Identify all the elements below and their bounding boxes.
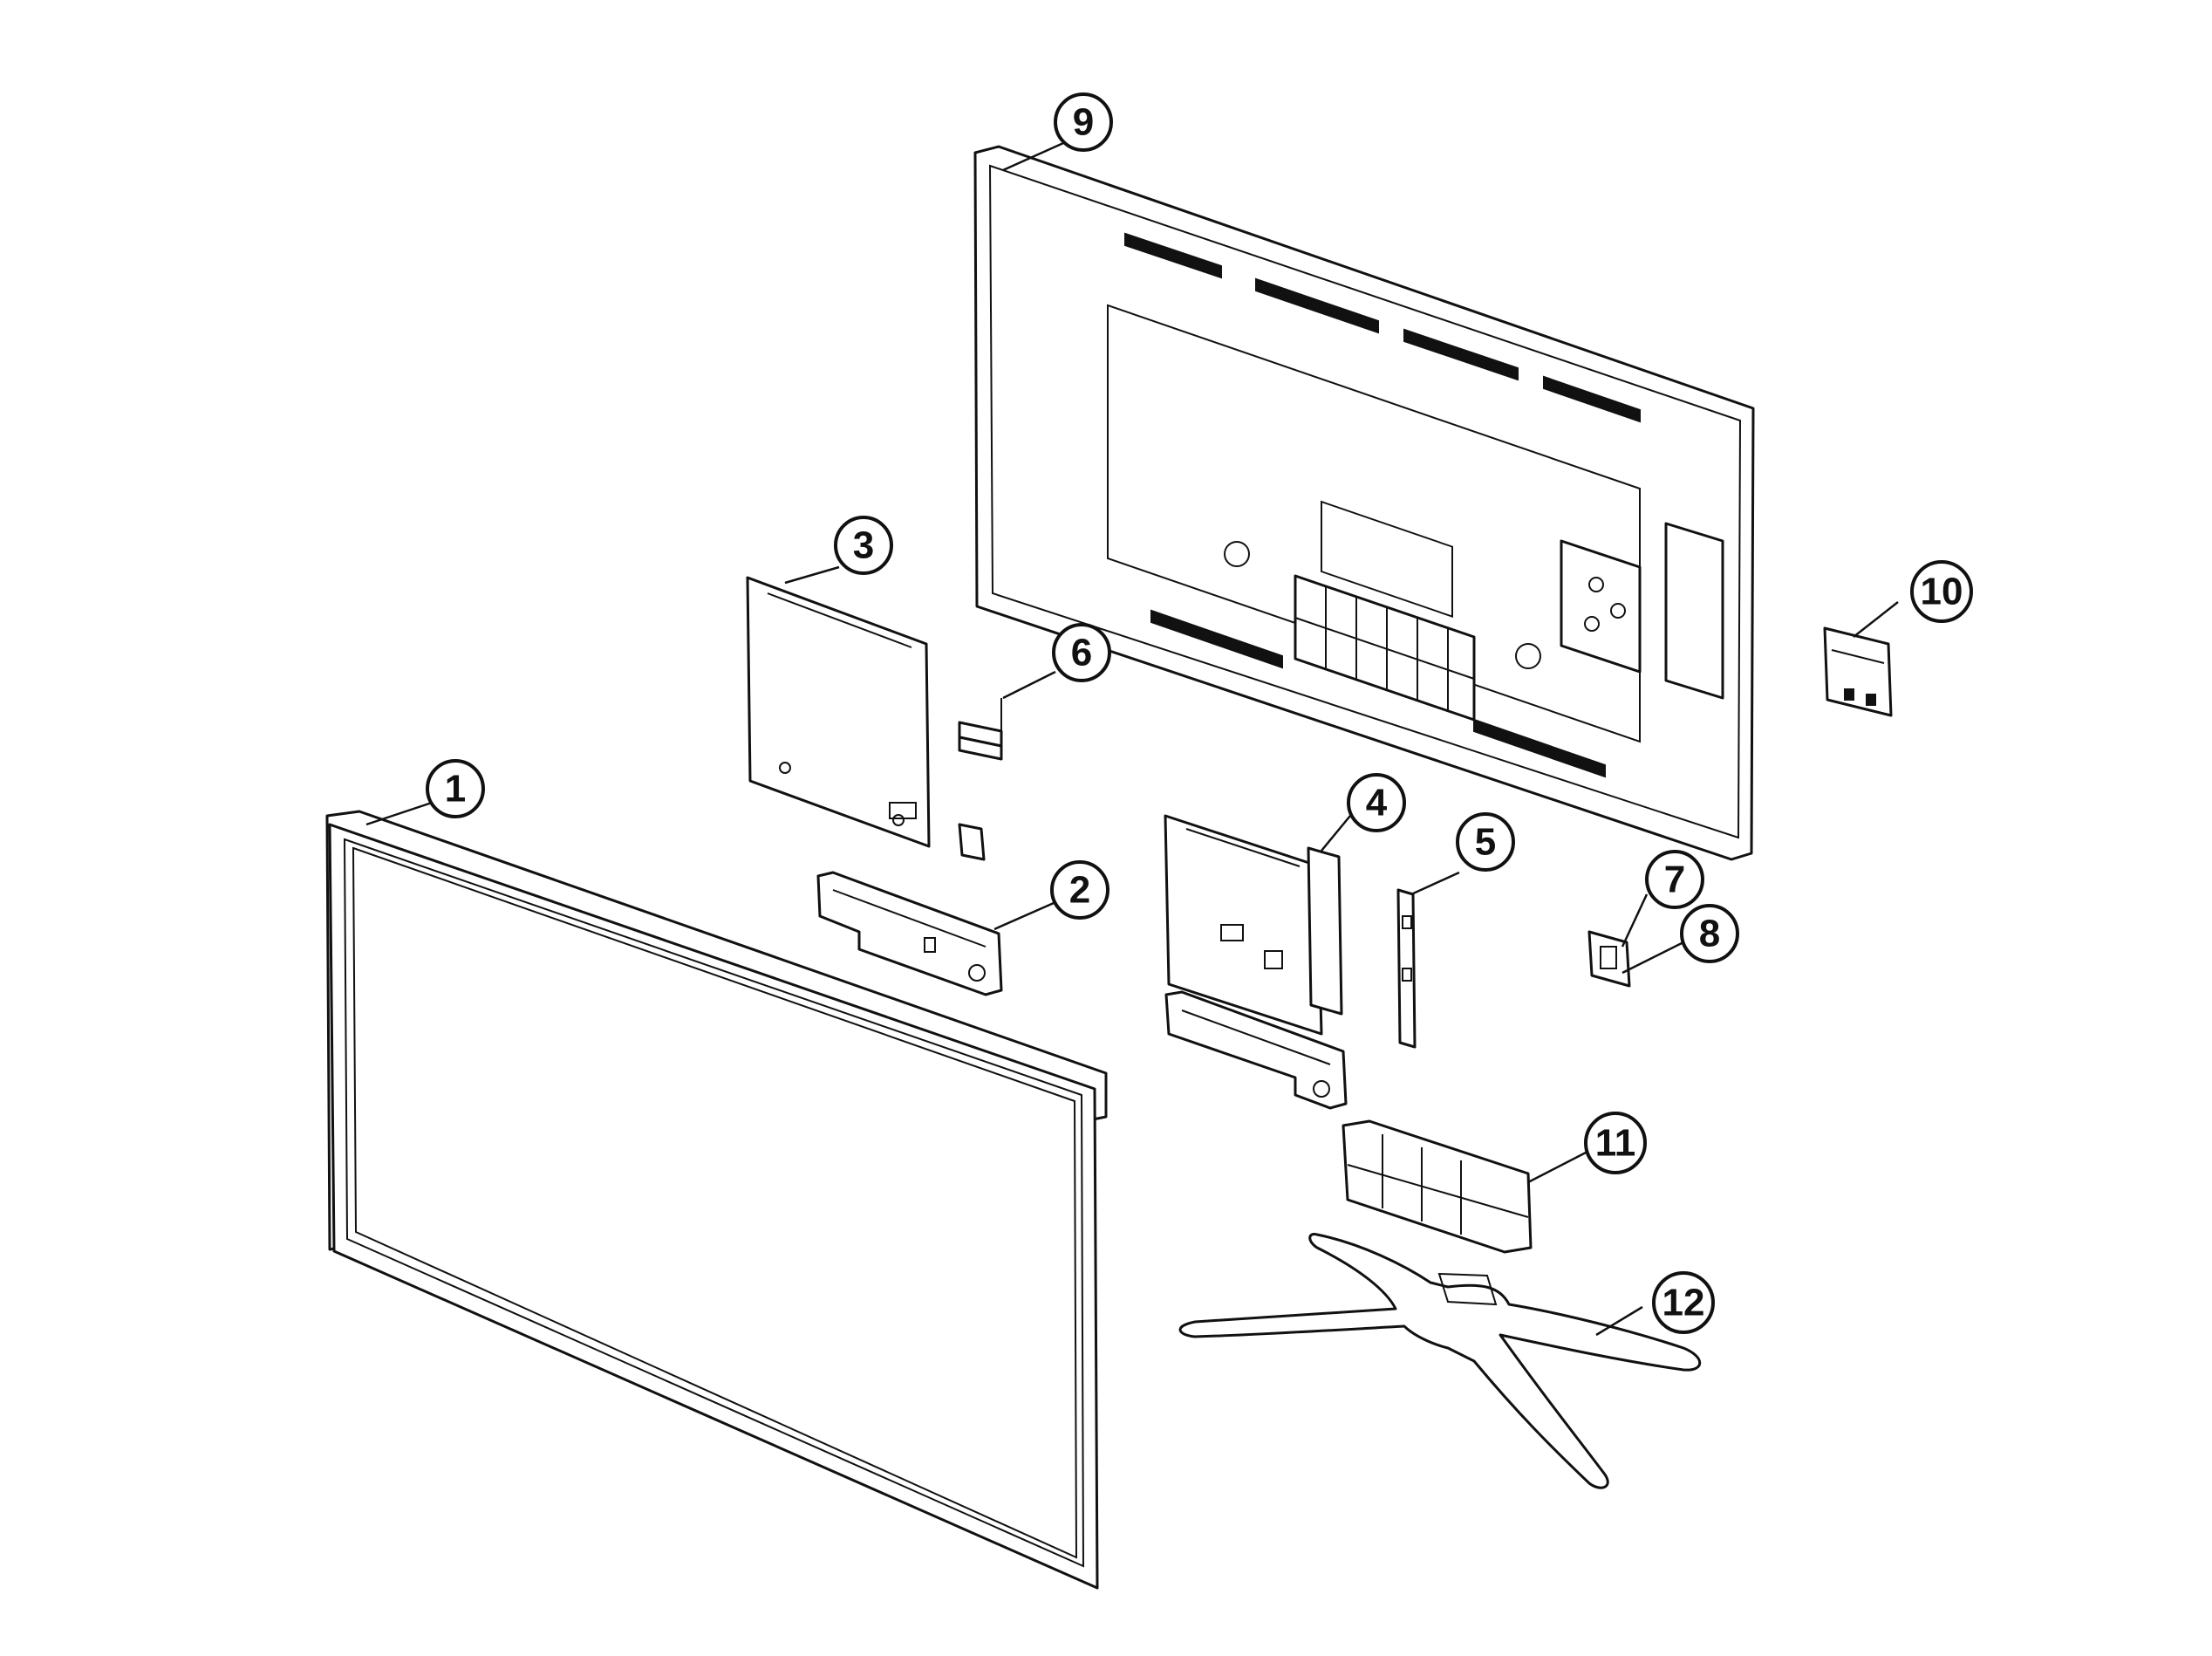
callout-6: 6 xyxy=(1052,623,1111,682)
callout-8: 8 xyxy=(1680,904,1739,963)
callout-4: 4 xyxy=(1347,773,1406,832)
callout-3: 3 xyxy=(834,516,893,575)
svg-text:10: 10 xyxy=(1921,571,1963,613)
callout-1: 1 xyxy=(426,759,485,818)
callout-11: 11 xyxy=(1584,1112,1647,1174)
rear-stand-mount xyxy=(1294,574,1476,722)
svg-text:1: 1 xyxy=(445,768,466,811)
part-5-strip xyxy=(1396,888,1417,1049)
part-6-bracket xyxy=(958,698,1003,861)
leader-lines xyxy=(365,138,1899,1337)
svg-text:8: 8 xyxy=(1699,913,1720,955)
rear-vent-slots xyxy=(1124,232,1641,778)
callout-9: 9 xyxy=(1054,92,1113,152)
right-speaker-bracket xyxy=(1164,990,1348,1110)
part-4-main-board xyxy=(1164,814,1343,1036)
svg-text:4: 4 xyxy=(1366,782,1388,825)
rear-io-panel xyxy=(1560,539,1642,674)
callout-12: 12 xyxy=(1652,1271,1715,1334)
svg-text:5: 5 xyxy=(1475,821,1496,864)
callout-10: 10 xyxy=(1910,560,1973,623)
callout-2: 2 xyxy=(1050,860,1109,920)
part-11-stand-neck xyxy=(1342,1119,1533,1254)
svg-text:7: 7 xyxy=(1664,859,1685,901)
svg-text:3: 3 xyxy=(853,524,874,567)
svg-text:6: 6 xyxy=(1071,632,1092,674)
svg-text:2: 2 xyxy=(1069,869,1090,912)
part-3-board xyxy=(746,576,931,848)
svg-text:11: 11 xyxy=(1595,1122,1636,1165)
callout-7: 7 xyxy=(1645,850,1704,909)
part-9-rear-cover xyxy=(973,145,1755,861)
part-10-small-board xyxy=(1823,626,1893,717)
svg-text:12: 12 xyxy=(1662,1282,1705,1324)
part-12-stand-base xyxy=(1178,1232,1702,1489)
callout-5: 5 xyxy=(1456,812,1515,872)
part-7-8-clip xyxy=(1587,930,1631,988)
part-1-front-panel xyxy=(325,810,1108,1590)
part-2-bracket xyxy=(816,871,1003,996)
svg-text:9: 9 xyxy=(1073,101,1094,144)
